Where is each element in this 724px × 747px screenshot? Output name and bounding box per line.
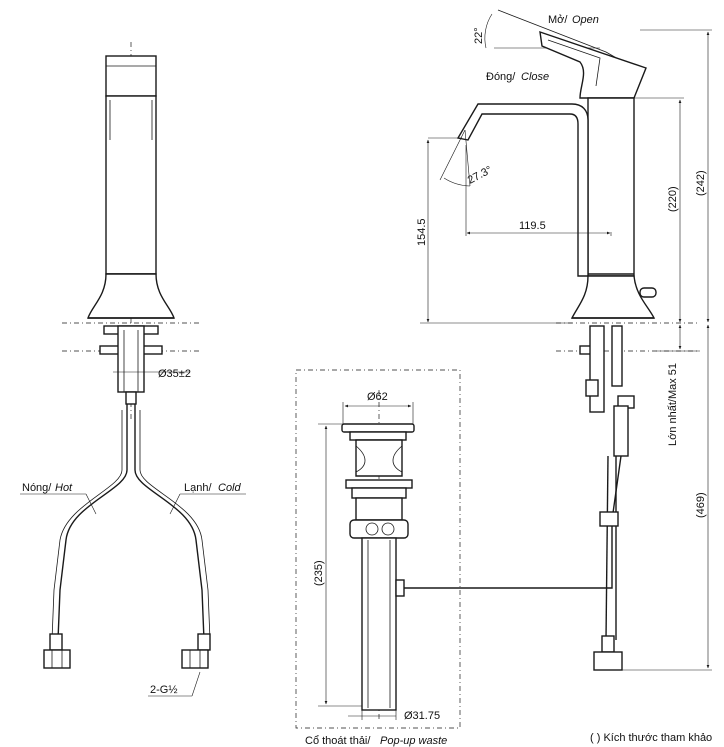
spout-angle-label: 27.3° [466,164,494,187]
spout-height-label: 154.5 [416,218,428,246]
hot-label-vi: Nóng/ [22,482,52,494]
close-label-en: Close [521,71,549,83]
cold-label-vi: Lạnh/ [184,482,212,494]
spout-reach-label: 119.5 [519,220,546,232]
angle-open-label: 22° [473,27,485,44]
front-view [20,42,246,697]
hot-label-en: Hot [55,482,73,494]
reference-note: ( ) Kích thước tham khảo [590,732,712,744]
waste-length-label: (235) [313,560,325,586]
waste-tail-diameter-label: Ø31.75 [404,710,440,722]
close-label-vi: Đóng/ [486,71,516,83]
height-242-label: (242) [695,170,707,196]
waste-caption-vi: Cổ thoát thải/ [305,735,371,747]
open-label-en: Open [572,14,599,26]
max-51-label: Lớn nhất/Max 51 [667,363,679,446]
waste-caption-en: Pop-up waste [380,735,447,747]
side-view [404,9,712,671]
cold-label-en: Cold [218,482,242,494]
thread-label: 2-G½ [150,684,178,696]
height-220-label: (220) [667,186,679,212]
length-469-label: (469) [695,492,707,518]
popup-waste-view [295,369,461,729]
open-label-vi: Mở/ [548,14,568,26]
hole-diameter-label: Ø35±2 [158,368,191,380]
waste-top-diameter-label: Ø62 [367,391,388,403]
